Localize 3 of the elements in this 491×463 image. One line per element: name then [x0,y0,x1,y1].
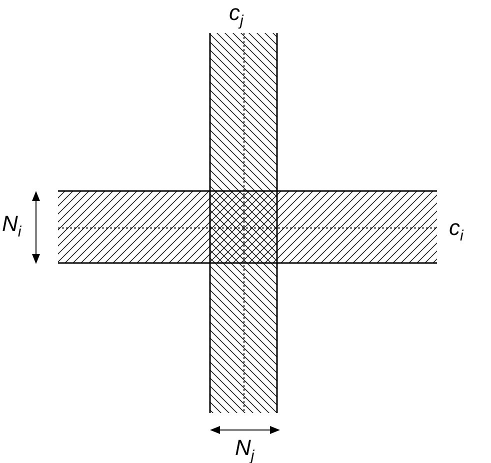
dimension-label: c$_{j}$ [229,2,244,28]
dimension-label: N$_{i}$ [2,213,22,240]
dimension-label: c$_{i}$ [449,217,464,244]
